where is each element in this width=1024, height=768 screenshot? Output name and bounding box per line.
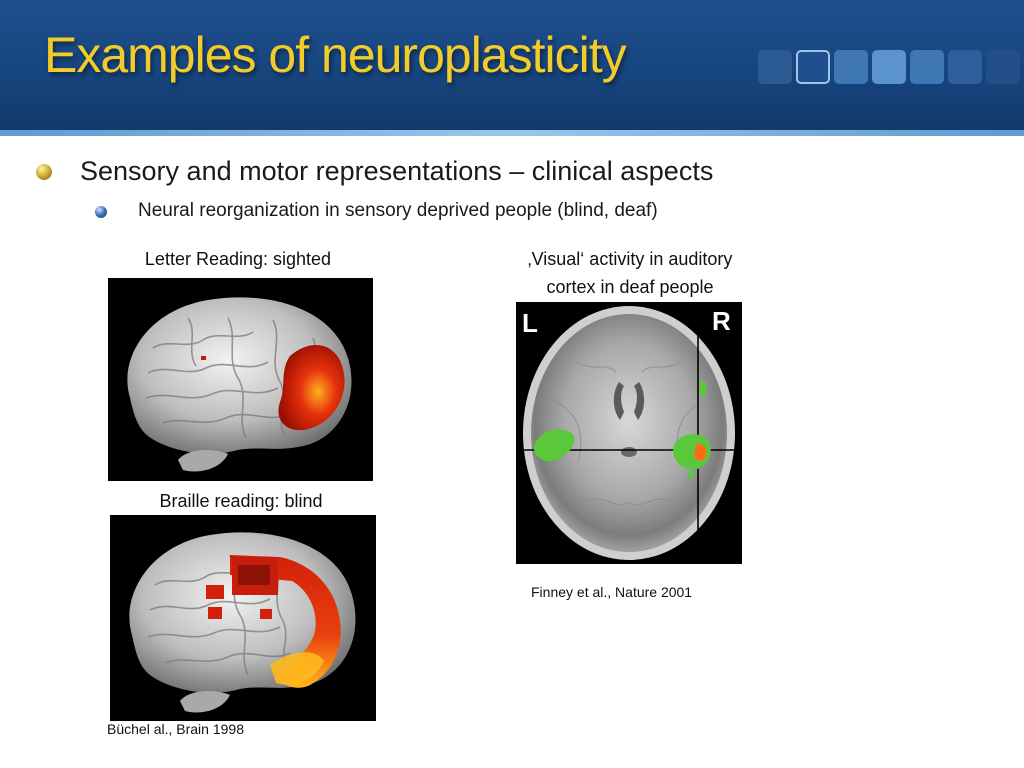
citation-buechel: Büchel al., Brain 1998 xyxy=(107,721,244,737)
figure-label-sighted: Letter Reading: sighted xyxy=(144,249,332,269)
slide-title: Examples of neuroplasticity xyxy=(44,27,627,83)
brain-image-sighted xyxy=(108,278,373,481)
figure-label-blind: Braille reading: blind xyxy=(159,491,323,511)
bullet-orb-icon xyxy=(95,206,107,218)
decor-square xyxy=(796,50,830,84)
header-divider xyxy=(0,130,1024,136)
mri-scan-deaf: L R xyxy=(516,302,742,564)
figure-label-deaf-line2: cortex in deaf people xyxy=(546,277,714,297)
scan-left-marker: L xyxy=(522,308,538,338)
decor-square xyxy=(758,50,792,84)
bullet-level-1: Sensory and motor representations – clin… xyxy=(80,156,714,186)
decor-square xyxy=(948,50,982,84)
citation-finney: Finney et al., Nature 2001 xyxy=(531,584,693,600)
scan-right-marker: R xyxy=(712,306,731,336)
bullet-level-2: Neural reorganization in sensory deprive… xyxy=(138,200,658,221)
decor-square xyxy=(986,50,1020,84)
decor-square xyxy=(834,50,868,84)
bullet-orb-icon xyxy=(36,164,52,180)
figure-label-deaf-line1: ‚Visual‘ activity in auditory xyxy=(527,249,733,269)
decor-square xyxy=(910,50,944,84)
brain-image-blind xyxy=(110,515,376,721)
decor-square xyxy=(872,50,906,84)
